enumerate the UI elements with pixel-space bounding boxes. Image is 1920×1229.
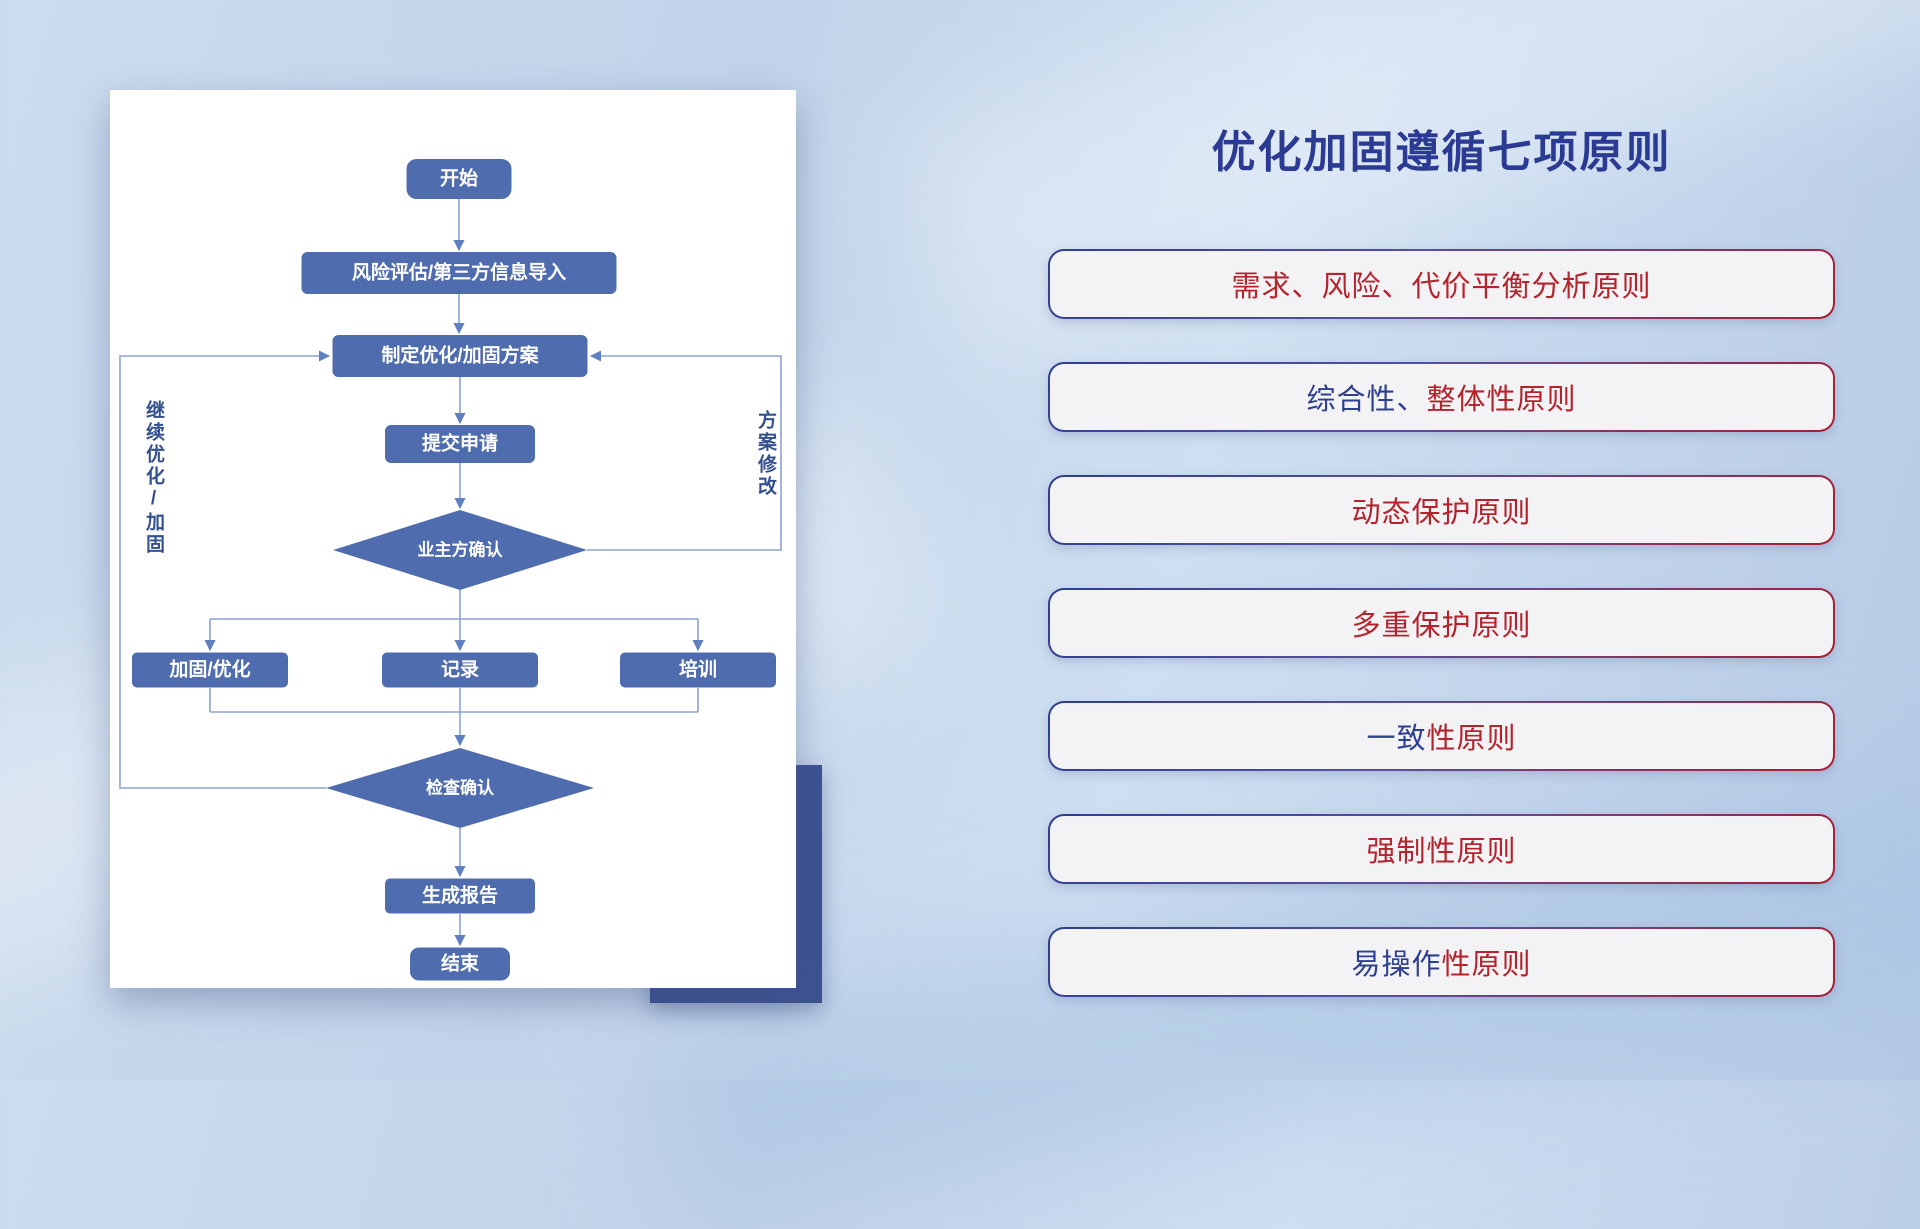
page-title: 优化加固遵循七项原则 xyxy=(1211,128,1672,177)
principle-segment: 性原则 xyxy=(1426,723,1517,755)
flow-connectors xyxy=(119,199,782,947)
principle-pill-1: 需求、风险、代价平衡分析原则 xyxy=(1048,249,1835,319)
principles-list: 需求、风险、代价平衡分析原则 综合性、整体性原则 动态保护原则 多重保护原则 一… xyxy=(1048,249,1835,997)
flow-node-submit-label: 提交申请 xyxy=(422,432,498,455)
principle-segment: 综合性、 xyxy=(1306,384,1427,416)
flow-node-risk-import-label: 风险评估/第三方信息导入 xyxy=(352,261,566,284)
flow-node-make-plan: 制定优化/加固方案 xyxy=(332,335,588,377)
principle-pill-5: 一致性原则 xyxy=(1048,701,1835,771)
principle-pill-6: 强制性原则 xyxy=(1048,814,1835,884)
flow-decision-owner-confirm: 业主方确认 xyxy=(333,510,587,590)
flow-node-start: 开始 xyxy=(406,159,512,199)
flow-decision-check-confirm-label: 检查确认 xyxy=(426,778,495,798)
loop-label-plan-revise: 方案修改 xyxy=(755,410,776,498)
flow-node-reinforce-label: 加固/优化 xyxy=(168,658,250,681)
principle-segment: 整体性原则 xyxy=(1426,384,1577,416)
flow-decision-check-confirm: 检查确认 xyxy=(326,748,594,828)
principle-segment: 性原则 xyxy=(1441,949,1532,981)
flow-node-reinforce: 加固/优化 xyxy=(132,652,288,688)
flow-node-end-label: 结束 xyxy=(441,952,480,975)
principle-pill-4: 多重保护原则 xyxy=(1048,588,1835,658)
principle-segment: 易操作 xyxy=(1351,949,1442,981)
principle-segment: 动态保护原则 xyxy=(1351,497,1532,529)
flow-node-submit: 提交申请 xyxy=(385,425,535,463)
flow-node-report-label: 生成报告 xyxy=(422,884,498,907)
principle-segment: 多重保护原则 xyxy=(1351,610,1532,642)
flowchart-svg: 开始 风险评估/第三方信息导入 制定优化/加固方案 提交申请 业主方确认 加固/… xyxy=(119,159,782,981)
principle-pill-7: 易操作性原则 xyxy=(1048,927,1835,997)
flowchart-card: 开始 风险评估/第三方信息导入 制定优化/加固方案 提交申请 业主方确认 加固/… xyxy=(110,90,796,988)
principle-segment: 强制性原则 xyxy=(1366,836,1517,868)
flow-node-record: 记录 xyxy=(382,652,538,688)
principle-pill-2: 综合性、整体性原则 xyxy=(1048,362,1835,432)
principle-segment: 一致 xyxy=(1366,723,1427,755)
loop-label-continue-optimize: 继续优化/加固 xyxy=(143,400,164,556)
flow-node-training: 培训 xyxy=(620,652,776,688)
flow-node-start-label: 开始 xyxy=(440,167,478,190)
flow-node-training-label: 培训 xyxy=(679,658,717,681)
principle-segment: 需求、风险、代价平衡分析原则 xyxy=(1231,271,1652,303)
flow-node-end: 结束 xyxy=(410,947,510,981)
flow-node-report: 生成报告 xyxy=(385,878,535,914)
flow-node-record-label: 记录 xyxy=(441,659,479,681)
flow-decision-owner-confirm-label: 业主方确认 xyxy=(418,540,504,560)
principle-pill-3: 动态保护原则 xyxy=(1048,475,1835,545)
flow-node-make-plan-label: 制定优化/加固方案 xyxy=(381,344,539,367)
flow-node-risk-import: 风险评估/第三方信息导入 xyxy=(301,252,617,294)
